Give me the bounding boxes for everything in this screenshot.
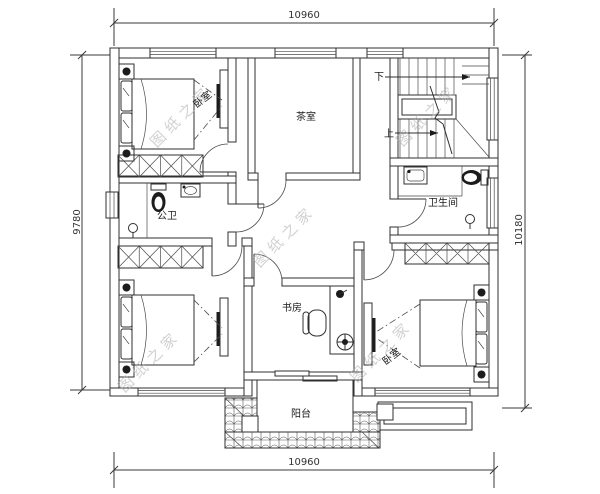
shower-icon [128,223,138,238]
wardrobes [117,154,490,269]
down-arrow [462,74,470,80]
watermark: 图纸之家 [115,327,184,396]
dimension-bottom: 10960 [109,452,499,488]
stair-break-line [429,85,453,155]
door-bathroom [397,198,427,228]
public-bath-fixtures [128,183,201,238]
interior-walls [118,47,499,397]
basin-icon [180,183,201,198]
window-left-bath [105,191,119,219]
balcony-column [376,403,394,421]
window-top-stairs [366,47,404,59]
chair-icon [302,309,327,337]
balcony-column [241,415,259,433]
wardrobe-bottom-right [404,242,490,265]
bed-bottom-right [419,284,490,383]
stairs-down-label: 下 [374,72,384,83]
door-bedroom-bottom-right [363,249,395,281]
stairs-up-label: 上 [384,128,394,140]
room-labels: 卧室 茶室 公卫 卫生间 书房 卧室 阳台 [157,88,458,420]
staircase: 下 上 [374,58,490,158]
door-bedroom-bottom-left [211,245,243,277]
tv-cabinet-bottom-right [363,302,421,369]
windows [105,47,499,397]
window-top-tearoom [274,47,337,59]
window-bottom-bedroom-right [374,387,471,397]
dimension-left: 9780 [70,50,112,395]
desk [329,285,355,355]
door-tea-room [257,179,287,209]
shower-icon [465,214,475,229]
study-furniture [302,285,355,355]
bed-top-left [118,63,195,162]
room-label-study: 书房 [282,301,302,314]
tv-cabinet-top-left [193,69,229,141]
room-label-balcony: 阳台 [291,407,311,420]
door-study [253,253,283,283]
fan-symbol-icon [336,333,354,351]
dimension-top-value: 10960 [288,10,320,21]
dimension-left-value: 9780 [72,209,83,234]
door-bedroom-top-left [199,143,229,173]
bathroom-fixtures [398,166,489,229]
dimension-right: 10180 [502,50,532,413]
toilet-icon [461,169,489,186]
doors [199,143,427,382]
room-label-public-bath: 公卫 [157,211,177,222]
tv-cabinet-bottom-left [193,297,229,363]
wardrobe-top-left [117,154,204,178]
desk-lamp-icon [336,289,348,298]
watermark: 图纸之家 [250,202,319,271]
window-top-bedroom [149,47,217,59]
window-bottom-bedroom-left [137,387,226,397]
basin-icon [403,166,428,185]
toilet-icon [150,183,167,212]
room-label-bathroom: 卫生间 [428,196,458,209]
up-arrow [430,130,438,136]
window-right-bathroom [486,177,499,229]
bed-bottom-left [118,279,195,378]
sliding-door-balcony [274,370,338,382]
dimension-bottom-value: 10960 [288,457,320,468]
dimension-right-value: 10180 [514,214,525,246]
window-right-stairs [486,77,499,141]
wardrobe-bottom-left [117,245,204,269]
dimension-top: 10960 [109,8,499,46]
balcony [224,379,394,449]
room-label-tea-room: 茶室 [296,110,316,123]
door-public-bath [235,203,265,233]
